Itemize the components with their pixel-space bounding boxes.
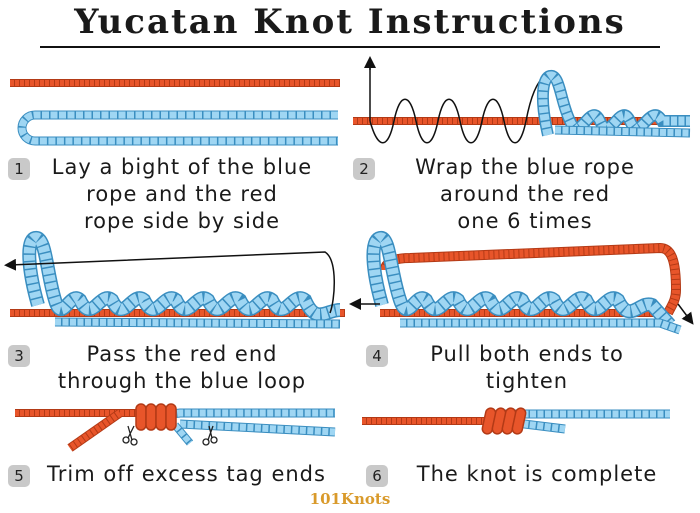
step-caption-5: Trim off excess tag ends	[34, 461, 339, 488]
scissors-icon-2	[202, 425, 218, 446]
blue-bight-step1	[17, 110, 338, 146]
knot-wraps-step5	[135, 403, 177, 431]
blue-coils-step3	[22, 231, 341, 329]
scissors-icon	[122, 425, 138, 446]
step-number-6: 6	[366, 465, 388, 487]
step-caption-6: The knot is complete	[392, 461, 682, 488]
step3-illustration	[4, 231, 345, 329]
step-number-3: 3	[8, 345, 30, 367]
step-number-4: 4	[366, 345, 388, 367]
knot-wraps-step6	[481, 407, 527, 435]
wrap-path-line	[369, 62, 546, 144]
caption-line: Pull both ends to	[430, 342, 624, 366]
step-number-2: 2	[353, 158, 375, 180]
caption-line: rope side by side	[83, 209, 281, 233]
blue-coils-step2	[536, 70, 691, 138]
caption-line: Lay a bight of the blue	[51, 155, 313, 179]
pass-path-line	[4, 251, 336, 314]
step1-illustration	[10, 79, 340, 146]
caption-line: rope and the red	[86, 182, 278, 206]
step4-illustration	[349, 231, 694, 335]
step-caption-1: Lay a bight of the blue rope and the red…	[32, 154, 332, 235]
step-caption-2: Wrap the blue rope around the red one 6 …	[380, 154, 670, 235]
step-number-5: 5	[8, 465, 30, 487]
page-title: Yucatan Knot Instructions	[74, 2, 626, 42]
step2-illustration	[353, 56, 691, 144]
step-caption-4: Pull both ends to tighten	[392, 341, 662, 395]
step-caption-3: Pass the red end through the blue loop	[32, 341, 332, 395]
caption-line: Wrap the blue rope	[415, 155, 635, 179]
step-number-1: 1	[8, 158, 30, 180]
caption-line: The knot is complete	[416, 462, 658, 486]
caption-line: around the red	[439, 182, 611, 206]
title-underline	[40, 46, 660, 48]
step6-illustration	[362, 407, 670, 435]
brand-logo: 101Knots	[309, 490, 391, 508]
caption-line: Pass the red end	[86, 342, 278, 366]
blue-coils-step4	[366, 231, 682, 335]
caption-line: Trim off excess tag ends	[47, 462, 326, 486]
caption-line: through the blue loop	[57, 369, 307, 393]
step5-illustration	[15, 403, 336, 452]
caption-line: one 6 times	[457, 209, 593, 233]
caption-line: tighten	[485, 369, 569, 393]
arrow-icon-right	[677, 303, 694, 325]
